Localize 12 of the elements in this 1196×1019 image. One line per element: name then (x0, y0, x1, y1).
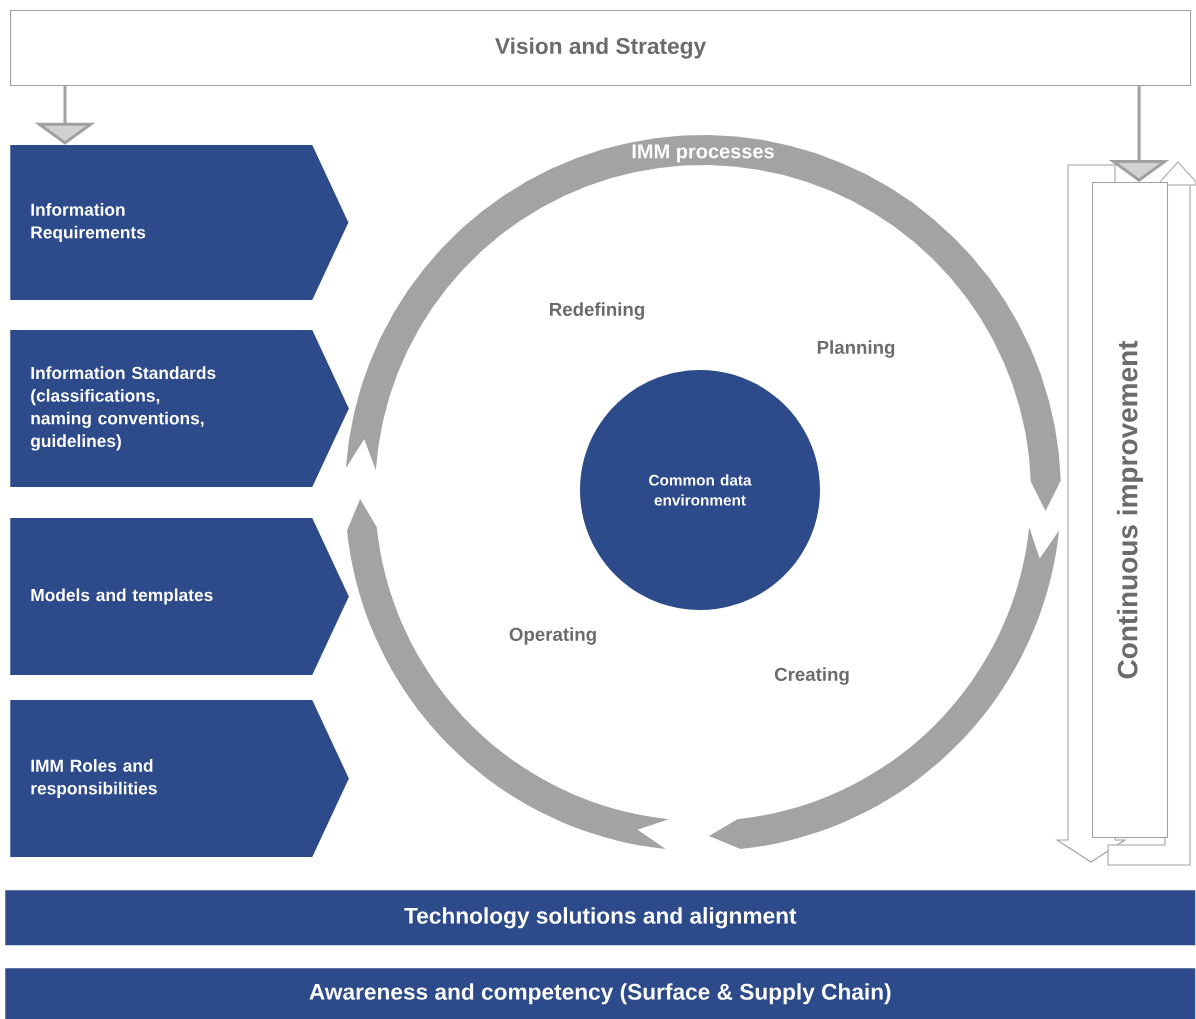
chevron-box: Information Standards (classifications, naming conventions, guidelines) (10, 330, 349, 487)
chevron-box: Models and templates (10, 518, 349, 675)
stage-label: Redefining (550, 302, 644, 320)
footer-band: Technology solutions and alignment (5, 890, 1196, 946)
chevron-box: Information Requirements (10, 145, 349, 300)
stage-label: Creating (774, 667, 849, 685)
footer-band: Awareness and competency (Surface & Supply Chain) (5, 968, 1196, 1019)
banner-box: Vision and Strategy (10, 10, 1192, 87)
stage-label: Operating (509, 627, 596, 645)
node-label: Continuous improvement (1116, 340, 1144, 679)
chevron-box: IMM Roles and responsibilities (10, 700, 349, 857)
stage-label: Planning (817, 340, 895, 358)
